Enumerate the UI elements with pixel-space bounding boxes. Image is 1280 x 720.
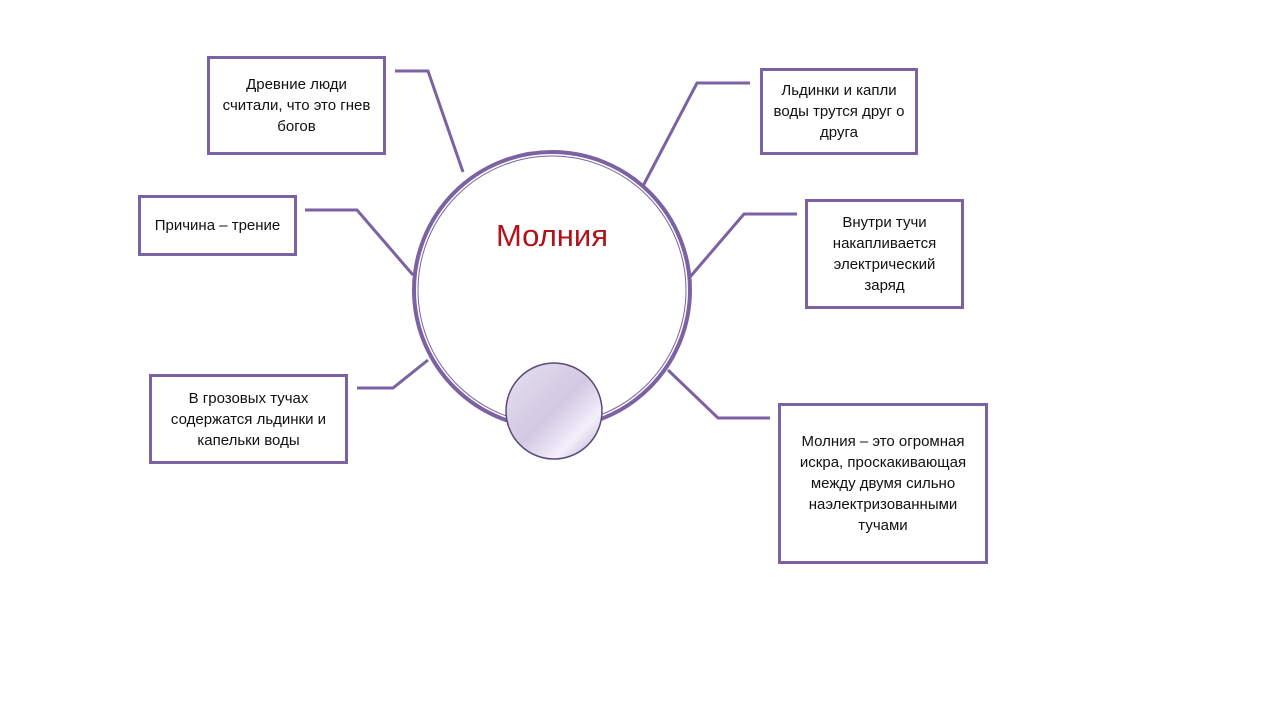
node-storm-clouds: В грозовых тучах содержатся льдинки и ка… — [149, 374, 348, 464]
connector-line — [305, 208, 415, 276]
node-ancient-belief: Древние люди считали, что это гнев богов — [207, 56, 386, 155]
node-charge-accumulates: Внутри тучи накапливается электрический … — [805, 199, 964, 309]
connector-line — [641, 81, 750, 187]
connector-line — [688, 212, 797, 278]
node-lightning-definition: Молния – это огромная искра, проскакиваю… — [778, 403, 988, 564]
node-cause-friction: Причина – трение — [138, 195, 297, 256]
connector-line — [666, 368, 770, 420]
center-title: Молния — [495, 218, 609, 253]
node-ice-friction: Льдинки и капли воды трутся друг о друга — [760, 68, 918, 155]
connector-line — [357, 358, 429, 390]
connector-line — [395, 69, 465, 173]
accent-circle — [505, 362, 603, 460]
